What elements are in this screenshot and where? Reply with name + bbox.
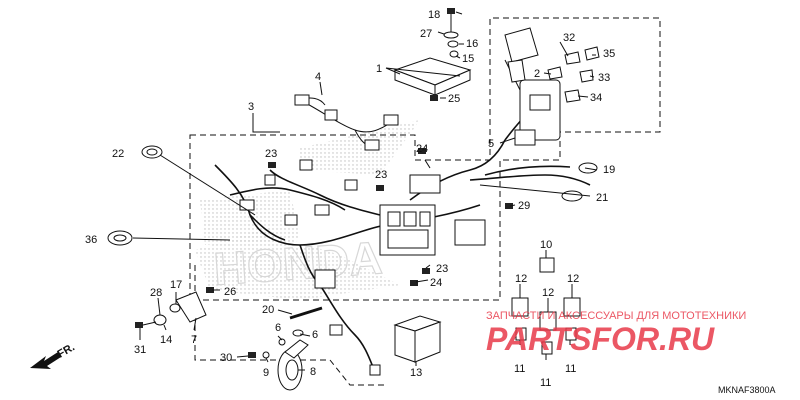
diagram-code: MKNAF3800A (718, 385, 776, 395)
callout-33: 33 (598, 72, 610, 84)
watermark-tagline: ЗАПЧАСТИ И АКСЕССУАРЫ ДЛЯ МОТОТЕХНИКИ (486, 310, 746, 322)
callout-4: 4 (315, 71, 321, 83)
relays-and-fuses (511, 257, 581, 355)
callout-labels: 18 27 16 15 1 25 4 3 22 23 23 24 36 5 32… (85, 9, 615, 389)
honda-background-logo: HONDA (212, 231, 384, 295)
bolt-20 (289, 306, 323, 320)
clips-upper-right (547, 46, 600, 103)
control-unit-1 (393, 57, 472, 96)
callout-25: 25 (448, 93, 460, 105)
direction-label: FR. (56, 341, 77, 360)
watermark-logo: PARTSFOR.RU (486, 321, 715, 357)
watermark: ЗАПЧАСТИ И АКСЕССУАРЫ ДЛЯ МОТОТЕХНИКИ PA… (486, 310, 746, 357)
callout-16: 16 (466, 38, 478, 50)
callout-29: 29 (518, 200, 530, 212)
callout-20: 20 (262, 304, 274, 316)
horn-assembly (248, 329, 309, 391)
callout-23: 23 (265, 148, 277, 160)
callout-23: 23 (436, 263, 448, 275)
callout-8: 8 (310, 366, 316, 378)
callout-35: 35 (603, 48, 615, 60)
callout-2: 2 (534, 68, 540, 80)
callout-30: 30 (220, 352, 232, 364)
callout-26: 26 (224, 286, 236, 298)
callout-3: 3 (248, 101, 254, 113)
callout-24: 24 (430, 277, 442, 289)
callout-34: 34 (590, 92, 602, 104)
callout-28: 28 (150, 287, 162, 299)
callout-6: 6 (312, 329, 318, 341)
fuse-box (393, 315, 442, 363)
callout-14: 14 (160, 334, 172, 346)
callout-21: 21 (596, 192, 608, 204)
callout-6: 6 (275, 322, 281, 334)
callout-11: 11 (565, 363, 576, 375)
callout-7: 7 (191, 334, 197, 346)
small-fasteners (206, 148, 513, 293)
callout-31: 31 (134, 344, 146, 356)
secondary-dashed-box (194, 265, 385, 386)
callout-12: 12 (515, 273, 527, 285)
callout-27: 27 (420, 28, 432, 40)
background-dot-shading (195, 120, 420, 300)
callout-23: 23 (375, 169, 387, 181)
rubber-boot (504, 27, 539, 83)
callout-12: 12 (567, 273, 579, 285)
arrow-icon (30, 352, 61, 369)
callout-18: 18 (428, 9, 440, 21)
callout-10: 10 (540, 239, 552, 251)
callout-11: 11 (540, 377, 551, 389)
callout-19: 19 (603, 164, 615, 176)
harness-connectors (239, 79, 561, 376)
callout-17: 17 (170, 279, 182, 291)
callout-15: 15 (462, 53, 474, 65)
callout-24: 24 (416, 143, 428, 155)
callout-5: 5 (488, 138, 494, 150)
main-harness-dashed-box (189, 17, 661, 301)
callout-13: 13 (410, 367, 422, 379)
callout-9: 9 (263, 367, 269, 379)
callout-36: 36 (85, 234, 97, 246)
callout-1: 1 (376, 63, 382, 75)
callout-32: 32 (563, 32, 575, 44)
front-direction-indicator: FR. (30, 341, 77, 369)
callout-11: 11 (514, 363, 525, 375)
leader-lines (132, 11, 598, 371)
callout-12: 12 (542, 287, 554, 299)
grommets (107, 145, 598, 246)
callout-22: 22 (112, 148, 124, 160)
bolt-stack-top (430, 8, 459, 101)
